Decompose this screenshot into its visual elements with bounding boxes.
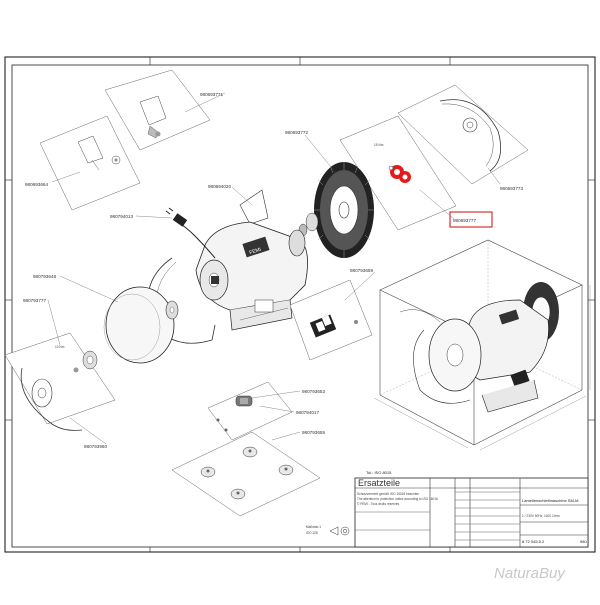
highlight-box	[449, 211, 493, 228]
panel-capacitor	[207, 381, 293, 441]
part-labels: 980693771 980693772 980693773 980693777 …	[23, 92, 523, 449]
part-label-p11: 980793960	[84, 444, 107, 449]
panel-top-left-a	[39, 115, 141, 211]
panel-bottom-left	[4, 332, 116, 431]
watermark: NaturaBuy	[494, 565, 566, 582]
grinding-disc	[103, 286, 179, 364]
torque-label-1: 15 Nm	[374, 143, 384, 147]
title-block	[354, 477, 589, 548]
part-label-p2: 980693772	[285, 130, 308, 135]
title-block-note-3: © FEMI - Tous droits réservés	[357, 502, 400, 506]
part-label-p7: 980694020	[208, 184, 231, 189]
drawing-number: 8 72 045.5.2	[522, 539, 545, 544]
motor-body: FEMI	[195, 189, 308, 331]
panel-top-left-b	[104, 69, 211, 151]
panel-base-feet	[171, 431, 321, 517]
title-block-note-1: Schutzvermerk gemäß ISO 16016 beachten	[357, 492, 419, 496]
frame-tick-marks	[5, 57, 595, 552]
part-label-p10: 980793777	[23, 298, 46, 303]
panel-switch	[289, 279, 373, 361]
scale-label: Maßstab 1	[306, 525, 321, 529]
product-name: Lamellenschleifmaschine SM-M	[522, 498, 578, 503]
part-label-p14: 980793655	[302, 430, 325, 435]
tolerance-label: Tol.: ISO 8015	[366, 470, 392, 475]
scale-standard: ISO 128	[306, 531, 318, 535]
torque-label-2: 10 Nm	[55, 345, 65, 349]
title-block-heading: Ersatzteile	[358, 478, 400, 488]
part-label-p1: 980693771	[200, 92, 223, 97]
sheet-number: 980	[580, 539, 587, 544]
product-spec: 1 / 230V 50Hz, 1400 1/min	[522, 514, 560, 518]
part-label-p3: 980693773	[500, 186, 523, 191]
part-label-p5: 980693664	[25, 182, 48, 187]
part-label-p13: 980794017	[296, 410, 319, 415]
part-label-p8: 980793659	[350, 268, 373, 273]
projection-symbol	[329, 526, 350, 536]
lamella-wheel	[314, 162, 374, 258]
part-label-p4: 980693777	[453, 218, 476, 223]
motor-brand-label: FEMI	[249, 247, 262, 256]
leader-lines	[47, 92, 501, 445]
part-label-p6: 980794013	[110, 214, 133, 219]
part-label-p12: 980793653	[302, 389, 325, 394]
panel-top-right-b	[397, 84, 529, 185]
power-cord	[165, 207, 216, 259]
part-label-p9: 980793648	[33, 274, 56, 279]
panel-top-right-a	[339, 115, 457, 231]
dimension-box	[373, 239, 591, 451]
title-block-note-2: The attention to protection notice accor…	[357, 497, 438, 501]
